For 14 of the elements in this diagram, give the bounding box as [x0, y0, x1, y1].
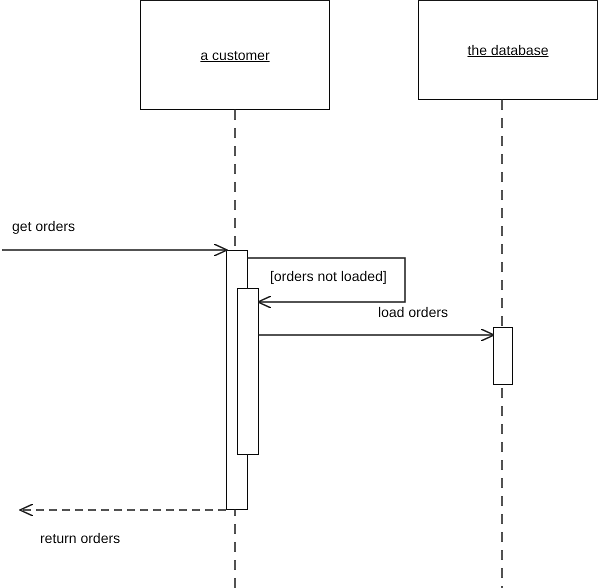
object-box [140, 0, 330, 110]
message-arrow [19, 503, 226, 517]
object-name: the database [468, 42, 548, 58]
message-arrow [259, 328, 495, 342]
activation-bar [493, 327, 513, 385]
message-arrow [2, 243, 228, 257]
edge-label: load orders [376, 304, 450, 320]
edge-label: return orders [38, 530, 122, 546]
activation-bar [237, 288, 259, 455]
edge-label: [orders not loaded] [268, 268, 389, 284]
edge-label: get orders [10, 218, 78, 234]
message-arrow [248, 257, 406, 309]
object-name: a customer [200, 47, 270, 63]
object-box [418, 0, 598, 100]
